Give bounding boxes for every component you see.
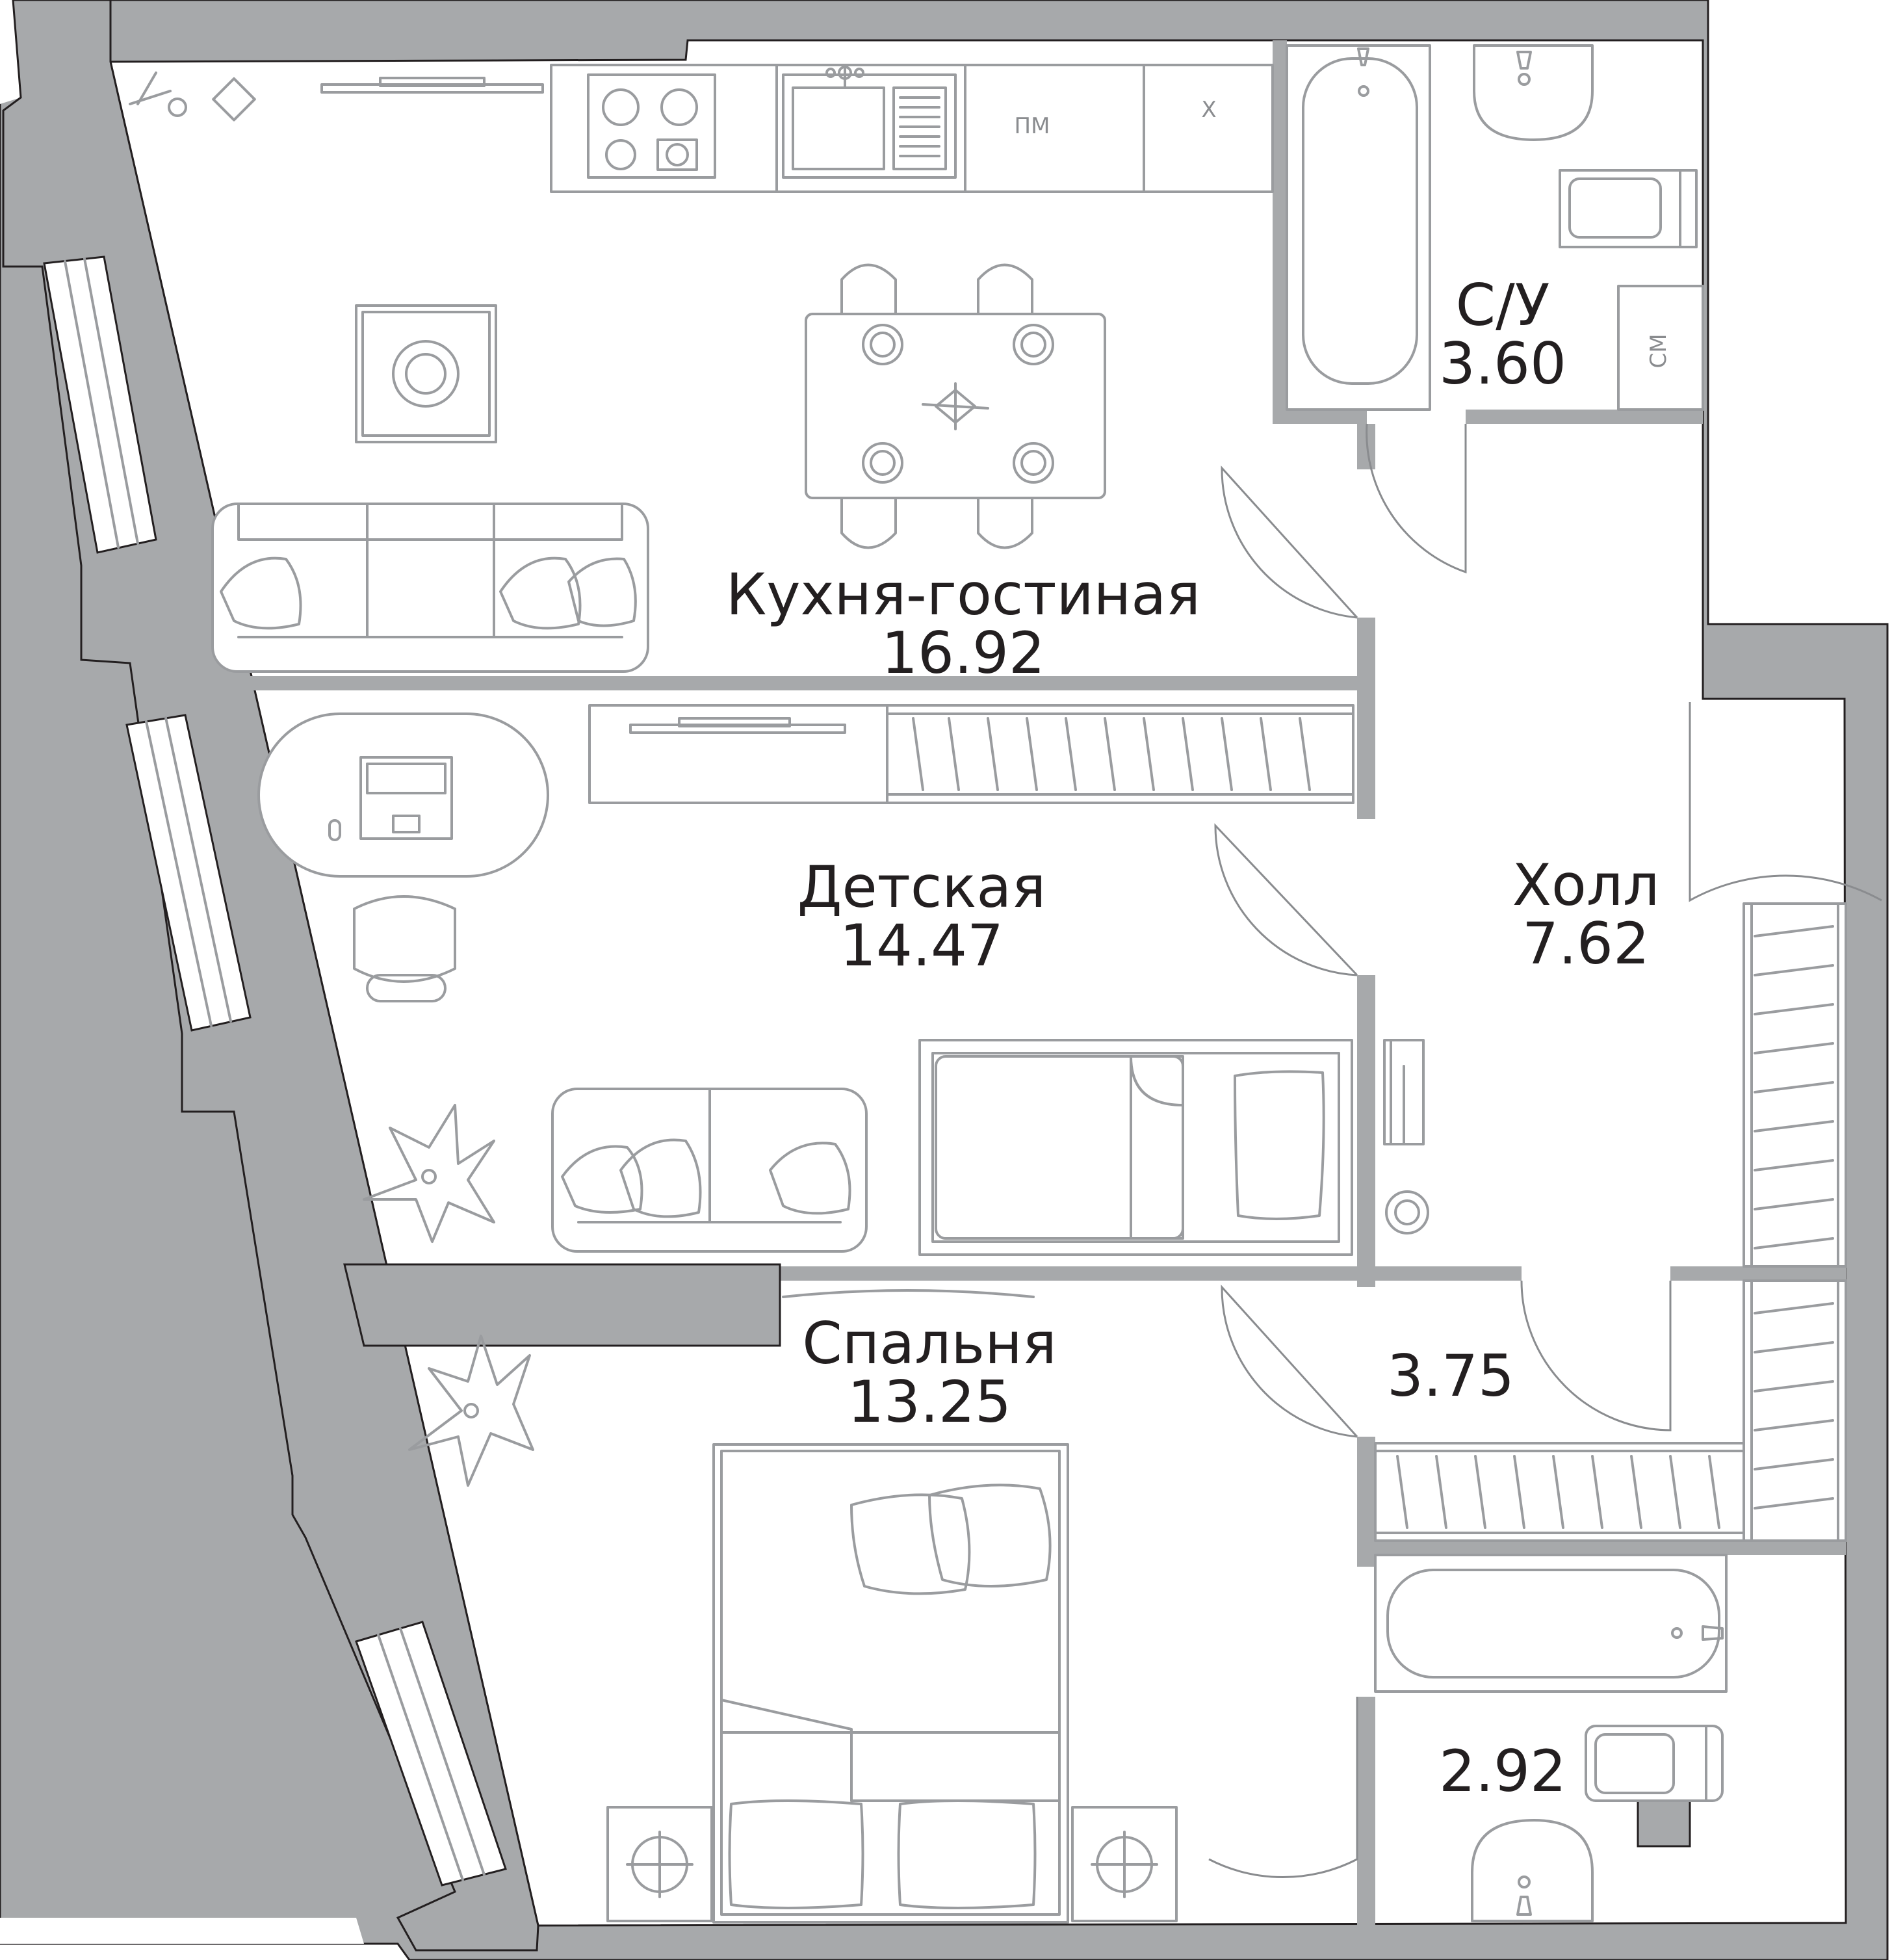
room-bedroom-area: 13.25 (848, 1368, 1011, 1435)
drainboard (892, 86, 947, 170)
sink-bathroom-icon (1473, 44, 1594, 141)
room-hall-area: 7.62 (1522, 910, 1650, 977)
sofa-nursery-icon (551, 1088, 868, 1253)
doors (1208, 423, 1882, 1879)
interior-walls (205, 40, 1846, 1926)
fridge-label: Х (1201, 97, 1216, 123)
wardrobe-corridor-right (1743, 1279, 1847, 1542)
nightstand-right-icon (1071, 1806, 1178, 1922)
wardrobe-corridor (1374, 1442, 1745, 1542)
window-2 (125, 714, 252, 1032)
plant-nursery-icon (363, 1104, 495, 1243)
bathtub-icon (1286, 44, 1431, 411)
desk-icon (257, 712, 549, 878)
broom-icon (129, 72, 256, 122)
chair-icon (353, 895, 456, 1002)
room-nursery-area: 14.47 (840, 912, 1004, 979)
wardrobe-hall (1743, 902, 1847, 1268)
room-corridor-area: 3.75 (1387, 1342, 1514, 1409)
curtain-rod-icon (782, 1289, 1035, 1298)
kitchen-counter (550, 64, 1274, 193)
washer-icon (1617, 285, 1704, 411)
room-kitchen-living-name: Кухня-гостиная (726, 561, 1200, 628)
room-bathroom-main-name: С/У (1456, 272, 1550, 339)
room-bedroom-name: Спальня (802, 1310, 1057, 1377)
room-kitchen-living-area: 16.92 (881, 620, 1045, 686)
washer-label: СМ (1646, 333, 1672, 368)
sink-bathroom-2-icon (1471, 1819, 1594, 1922)
dining-table (805, 263, 1106, 549)
cooktop-icon (587, 73, 716, 179)
toilet-icon (1559, 169, 1698, 248)
room-bathroom-main-area: 3.60 (1439, 330, 1566, 397)
double-bed-icon (712, 1443, 1069, 1924)
wardrobe-nursery (588, 704, 1354, 804)
sofa-icon (211, 503, 649, 673)
tv-stand-icon (320, 77, 544, 94)
room-nursery-name: Детская (797, 854, 1046, 921)
toilet-2-icon (1585, 1725, 1724, 1802)
rug-icon (355, 304, 497, 443)
window-1 (43, 255, 157, 554)
bathtub-2-icon (1374, 1554, 1728, 1693)
shoe-rack-icon (1383, 1039, 1429, 1235)
sink-icon (782, 66, 957, 179)
nightstand-left-icon (606, 1806, 713, 1922)
plant-bedroom-icon (408, 1335, 534, 1487)
room-bathroom-second-area: 2.92 (1439, 1738, 1566, 1805)
window-3 (355, 1621, 507, 1887)
dishwasher-label: ПМ (1015, 113, 1050, 139)
room-hall-name: Холл (1512, 852, 1660, 919)
bed-nursery-icon (918, 1039, 1353, 1256)
